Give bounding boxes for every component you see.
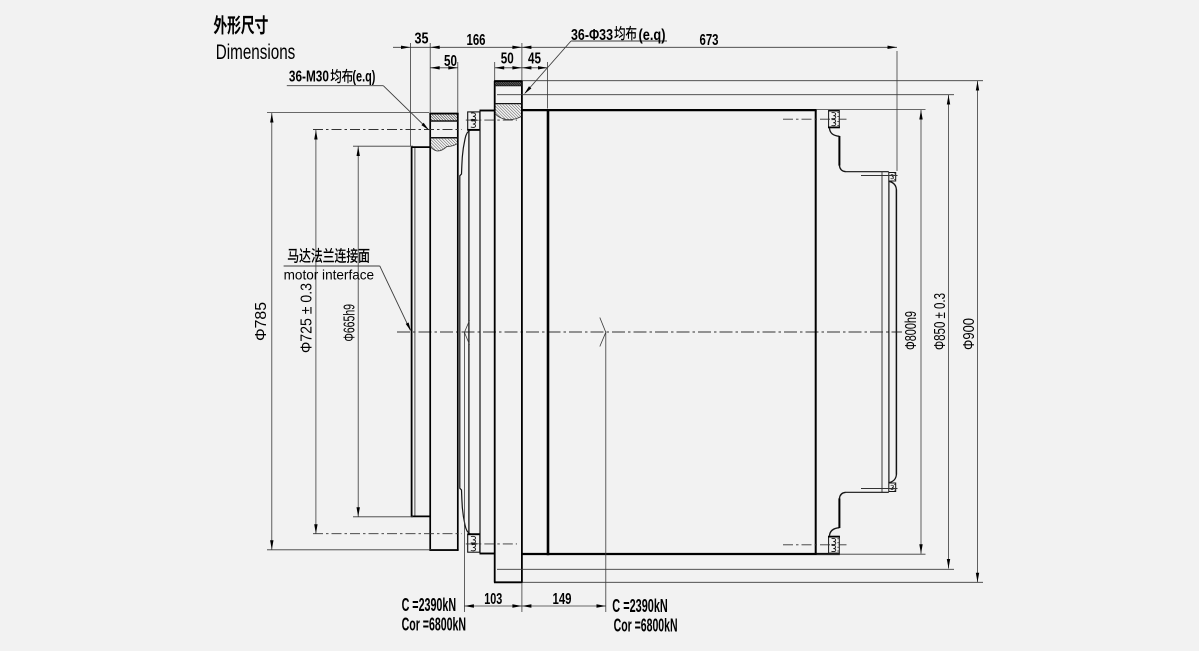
svg-text:166: 166 [467,32,486,49]
svg-text:50: 50 [501,50,514,67]
svg-text:45: 45 [528,50,541,67]
svg-text:Φ900: Φ900 [961,318,978,350]
svg-text:Φ850 ± 0.3: Φ850 ± 0.3 [932,293,949,350]
svg-text:Φ725 ± 0.3: Φ725 ± 0.3 [299,283,316,353]
svg-text:(e.q): (e.q) [639,27,666,44]
svg-text:Dimensions: Dimensions [216,41,295,64]
svg-text:Φ665h9: Φ665h9 [342,304,359,342]
svg-text:motor interface: motor interface [284,267,375,283]
svg-text:673: 673 [700,32,719,49]
svg-text:50: 50 [444,53,457,70]
svg-text:Φ785: Φ785 [253,302,270,341]
svg-text:C =2390kN: C =2390kN [612,596,668,616]
svg-text:36-M30: 36-M30 [289,69,329,86]
svg-text:149: 149 [553,591,572,608]
svg-text:Cor =6800kN: Cor =6800kN [614,616,678,636]
svg-text:C =2390kN: C =2390kN [402,595,457,615]
svg-text:36-Φ33: 36-Φ33 [571,27,613,44]
svg-text:Φ800h9: Φ800h9 [903,311,920,350]
svg-text:103: 103 [484,591,502,608]
svg-text:(e.q): (e.q) [352,69,375,86]
svg-text:Cor =6800kN: Cor =6800kN [402,614,467,634]
svg-text:35: 35 [415,30,429,47]
